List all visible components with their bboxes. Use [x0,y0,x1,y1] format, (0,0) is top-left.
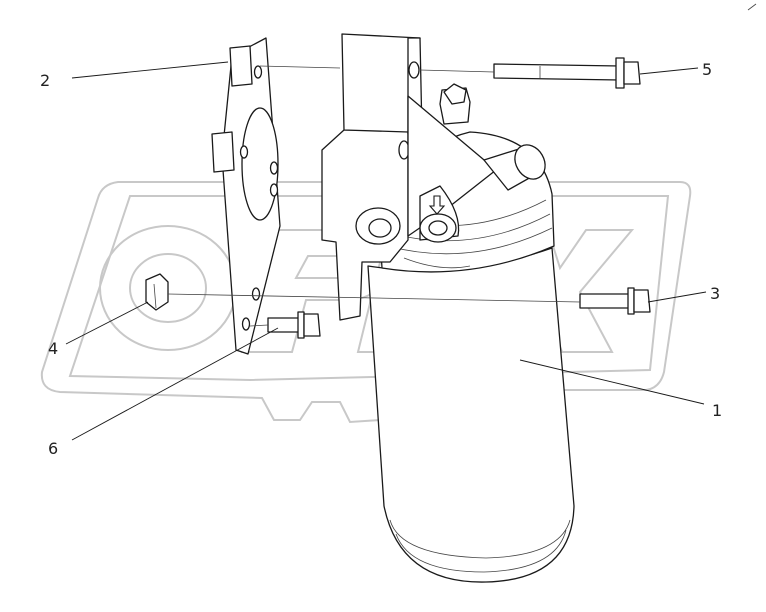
flange-stud-top [229,45,253,87]
callout-6: 6 [48,439,58,458]
callout-4: 4 [48,339,58,358]
alignment-line-lower [167,293,581,303]
alignment-lines [167,65,581,327]
filter-head-groove-1 [387,227,553,255]
callout-2: 2 [40,71,50,90]
long-bolt-head [623,61,641,85]
flange-hole-4 [269,183,279,197]
leader-5 [639,67,699,75]
inlet-fitting-port [514,144,546,180]
priming-plug-nut [443,83,467,105]
flange-hole-6 [241,317,251,331]
callout-5: 5 [702,60,712,79]
small-bolt-flange [297,311,305,339]
flange-hole-3 [269,161,279,175]
flange-stud-mid [211,131,235,173]
filter-bowl-ring-2 [389,519,571,559]
part-5-long-bolt [493,57,641,89]
leader-1 [519,359,705,405]
flange-hole-2 [239,145,249,159]
small-bolt-shank [267,317,301,333]
corner-mark [747,3,757,11]
short-bolt-head [633,289,651,313]
filter-head-groove-4 [403,257,471,269]
nut-body [145,273,169,311]
leader-2 [71,61,229,79]
part-3-short-bolt [579,287,651,315]
leader-3 [647,291,707,303]
leader-lines [65,61,707,441]
long-bolt-shank [493,63,621,81]
callout-1: 1 [712,401,722,420]
flow-arrow-icon [428,195,446,215]
leader-4 [65,301,149,345]
bracket-side-boss-bore [368,218,392,238]
part-2-flange-plate [211,37,281,355]
outlet-fitting-bore [428,220,448,236]
flange-center-bore [241,107,279,221]
nut-edge [153,283,157,309]
part-6-small-bolt [267,311,321,339]
long-bolt-flange [615,57,625,89]
bracket-bolt-hole-top [408,61,420,79]
leader-6 [71,327,279,441]
callout-3: 3 [710,284,720,303]
short-bolt-flange [627,287,635,315]
mounting-bracket [321,33,546,321]
short-bolt-shank [579,293,631,309]
part-4-nut [145,273,169,311]
flange-hole-5 [251,287,261,301]
alignment-line-small [249,324,269,327]
alignment-line-upper [259,65,341,69]
flange-hole-1 [253,65,263,79]
small-bolt-head [303,313,321,337]
filter-bowl-ring [395,529,567,573]
watermark-letter-o-inner [129,253,207,323]
alignment-line-upper-2 [419,69,495,73]
callouts: 1 2 3 4 5 6 [40,60,722,458]
